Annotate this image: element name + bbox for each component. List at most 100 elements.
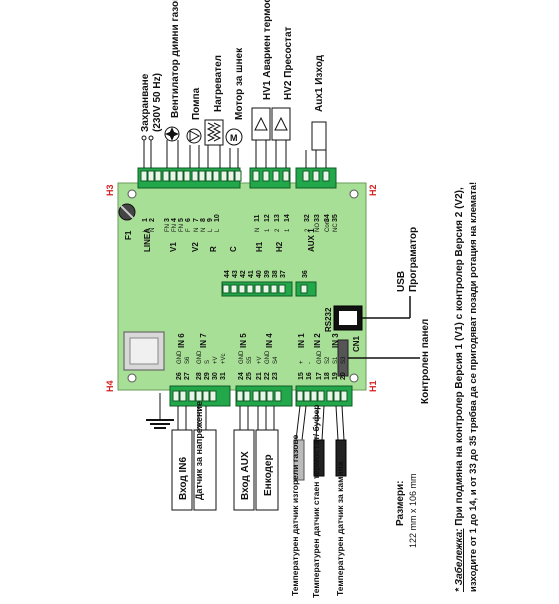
bottom-pin-number: 17	[316, 372, 323, 380]
cn1-label: CN1	[352, 335, 361, 352]
dimensions-title: Размери:	[395, 481, 406, 527]
bottom-pin-signal: GND	[265, 350, 271, 364]
bottom-pin-signal: +	[299, 360, 305, 364]
top-block-label: R	[209, 246, 218, 252]
aux-in-box-label: Вход AUX	[240, 451, 251, 500]
bottom-pin-signal: S2	[325, 356, 331, 364]
hv1-label: HV1 Авариен термостат	[262, 0, 273, 100]
top-block-label: H2	[275, 241, 284, 252]
top-pin-number: 6	[185, 218, 192, 222]
mount-hole	[349, 373, 359, 383]
bottom-block-label: IN 2	[313, 333, 322, 348]
flue-gas-label: Температурен датчик изгорели газове	[290, 434, 300, 596]
corner-h2: H2	[368, 184, 378, 196]
top-pin-signal: N	[201, 228, 207, 232]
top-pin-number: 35	[332, 214, 339, 222]
header-pin	[270, 284, 278, 294]
top-pin-number: 7	[193, 218, 200, 222]
terminal-screw	[259, 390, 267, 402]
bottom-pin-number: 27	[184, 372, 191, 380]
top-block-label: V2	[191, 242, 200, 252]
terminal-screw	[188, 390, 196, 402]
dimensions-value: 122 mm x 106 mm	[408, 473, 418, 548]
bottom-block-label: IN 6	[177, 333, 186, 348]
mid-pin-number: 37	[280, 270, 287, 278]
bottom-block-label: IN 4	[265, 333, 274, 348]
bottom-pin-number: 18	[324, 372, 331, 380]
terminal-screw	[333, 390, 341, 402]
tank-label: Температурен датчик стаен термостат/ буф…	[311, 405, 321, 599]
top-pin-signal: 1	[285, 228, 291, 232]
header-pin	[254, 284, 262, 294]
header-pin	[278, 284, 286, 294]
terminal-screw	[252, 170, 260, 182]
bottom-block-label: IN 5	[239, 333, 248, 348]
mid-pin-number: 43	[232, 270, 239, 278]
terminal-screw	[317, 390, 325, 402]
terminal-screw	[220, 170, 228, 182]
hv2-pressostat-icon	[271, 107, 291, 141]
bottom-block-label: IN 1	[297, 333, 306, 348]
bottom-pin-signal: GND	[317, 350, 323, 364]
in6-box	[171, 429, 193, 511]
mount-hole	[349, 189, 359, 199]
top-pin-signal: FN	[179, 224, 185, 232]
bottom-pin-signal: +V	[213, 356, 219, 364]
bottom-pin-signal: -	[307, 362, 313, 364]
terminal-screw	[310, 390, 318, 402]
bottom-pin-number: 25	[246, 372, 253, 380]
in6-box-label: Вход IN6	[178, 456, 189, 500]
mid-pin-number: 38	[272, 270, 279, 278]
terminal-screw	[262, 170, 270, 182]
top-pin-number: 12	[264, 214, 271, 222]
top-block-label: LINEA	[143, 228, 152, 252]
top-pin-signal: FN	[172, 224, 178, 232]
encoder-box-label: Енкодер	[263, 454, 274, 496]
header-pin	[238, 284, 246, 294]
mid-pin-number: 41	[248, 270, 255, 278]
terminal-screw	[252, 390, 260, 402]
terminal-screw	[176, 170, 184, 182]
terminal-screw	[282, 170, 290, 182]
fan-label: Вентилатор димни газове	[170, 0, 181, 118]
top-block-label: AUX 1	[307, 228, 316, 252]
note-line2: изходите от 1 до 14, и от 33 до 35 трябв…	[468, 182, 479, 592]
bottom-pin-signal: GND	[177, 350, 183, 364]
top-pin-number: 34	[324, 214, 331, 222]
top-pin-signal: L	[143, 228, 149, 232]
pump-label: Помпа	[191, 87, 202, 120]
bottom-pin-signal: S1	[333, 356, 339, 364]
top-pin-number: 2	[149, 218, 156, 222]
aux1-output-icon	[311, 121, 327, 151]
corner-h3: H3	[105, 184, 115, 196]
heater-label: Нагревател	[213, 55, 224, 112]
top-block-label: V1	[169, 242, 178, 252]
note-line1: При подмяна на контролер Версия 1 (V1) с…	[454, 187, 465, 526]
terminal-screw	[140, 170, 148, 182]
note-label: * Забележка: При подмяна на контролер Ве…	[453, 187, 465, 592]
mount-hole	[127, 189, 137, 199]
mid-pin-number: 44	[224, 270, 231, 278]
terminal-screw	[274, 390, 282, 402]
terminal-screw	[154, 170, 162, 182]
top-pin-number: 32	[304, 214, 311, 222]
top-pin-number: 33	[314, 214, 321, 222]
header-pin	[300, 284, 308, 294]
top-pin-signal: 2	[275, 228, 281, 232]
terminal-screw	[296, 390, 304, 402]
rs232-label: RS232	[324, 307, 333, 332]
top-pin-signal: N	[194, 228, 200, 232]
motor-icon	[225, 128, 243, 146]
bottom-pin-number: 16	[306, 372, 313, 380]
terminal-screw	[303, 390, 311, 402]
fireplace-probe-icon	[335, 405, 347, 477]
bottom-pin-signal: S5	[247, 356, 253, 364]
top-pin-number: 1	[142, 218, 149, 222]
top-pin-signal: N	[150, 228, 156, 232]
mains-sensor-box	[193, 429, 217, 511]
terminal-screw	[266, 390, 274, 402]
top-pin-number: 9	[207, 218, 214, 222]
terminal-screw	[312, 170, 320, 182]
top-pin-number: 11	[254, 214, 261, 222]
